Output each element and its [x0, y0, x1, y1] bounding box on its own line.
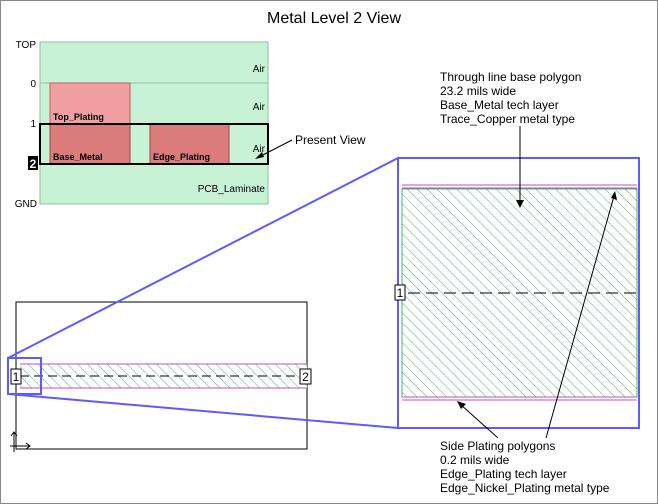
- layer-label-air-middle: Air: [253, 102, 266, 113]
- layer-label-air-metal: Air: [253, 144, 266, 155]
- diagram-title: Metal Level 2 View: [267, 10, 401, 27]
- annotation-bottom-line-3: Edge_Plating tech layer: [440, 467, 567, 481]
- level-label-0: 0: [30, 79, 36, 90]
- level-label-2: 2: [30, 157, 37, 171]
- annotation-top-arrowhead: [516, 200, 524, 208]
- label-base-metal: Base_Metal: [53, 152, 103, 162]
- port-2-label: 2: [302, 370, 309, 384]
- level-label-gnd: GND: [15, 199, 37, 210]
- annotation-top-line-4: Trace_Copper metal type: [440, 112, 575, 126]
- top-plating-block: [49, 82, 131, 125]
- stackup-view: TOP 0 1 2 GND Air Air Air PCB_Laminate T…: [15, 40, 366, 210]
- annotation-top-line-2: 23.2 mils wide: [440, 84, 516, 98]
- annotation-top-line-1: Through line base polygon: [440, 70, 581, 84]
- annotation-bottom-line-1: Side Plating polygons: [440, 439, 555, 453]
- present-view-arrowhead: [255, 152, 264, 159]
- level-label-top: TOP: [16, 40, 37, 51]
- air-layer-top: [39, 41, 269, 84]
- zoomed-detail: 1: [394, 157, 640, 429]
- zoom-port-1-label: 1: [397, 286, 404, 300]
- zoom-connector-top: [7, 157, 399, 359]
- annotation-bottom-line-2: 0.2 mils wide: [440, 453, 510, 467]
- layer-label-air-top: Air: [253, 64, 266, 75]
- label-edge-plating: Edge_Plating: [153, 152, 210, 162]
- annotation-side-plating: Side Plating polygons 0.2 mils wide Edge…: [440, 191, 617, 495]
- edge-plating-block: [149, 123, 230, 165]
- port-2-box: [299, 368, 312, 385]
- zoom-connector-bottom: [7, 393, 399, 429]
- present-view-outline: [39, 123, 269, 165]
- annotation-bottom-arrowhead-upper: [611, 191, 617, 200]
- layer-label-pcb: PCB_Laminate: [198, 184, 266, 195]
- annotation-bottom-pointer-upper: [545, 195, 615, 439]
- layout-overview: 1 2: [7, 301, 312, 452]
- port-1-label: 1: [13, 370, 20, 384]
- axis-y-arrowhead: [10, 431, 18, 437]
- annotation-bottom-arrowhead-lower: [457, 401, 466, 409]
- annotation-top-line-3: Base_Metal tech layer: [440, 98, 559, 112]
- zoom-port-1-box: [394, 284, 406, 301]
- level-2-highlight: [28, 156, 38, 170]
- annotation-base-polygon: Through line base polygon 23.2 mils wide…: [440, 70, 581, 208]
- zoom-source-box: [7, 357, 42, 395]
- annotation-bottom-pointer-lower: [459, 403, 499, 439]
- level-label-1: 1: [30, 119, 36, 130]
- annotation-bottom-line-4: Edge_Nickel_Plating metal type: [440, 481, 610, 495]
- label-top-plating: Top_Plating: [53, 112, 104, 122]
- present-view-label: Present View: [295, 133, 366, 147]
- port-1-box: [10, 368, 22, 385]
- axis-x-arrowhead: [25, 442, 31, 450]
